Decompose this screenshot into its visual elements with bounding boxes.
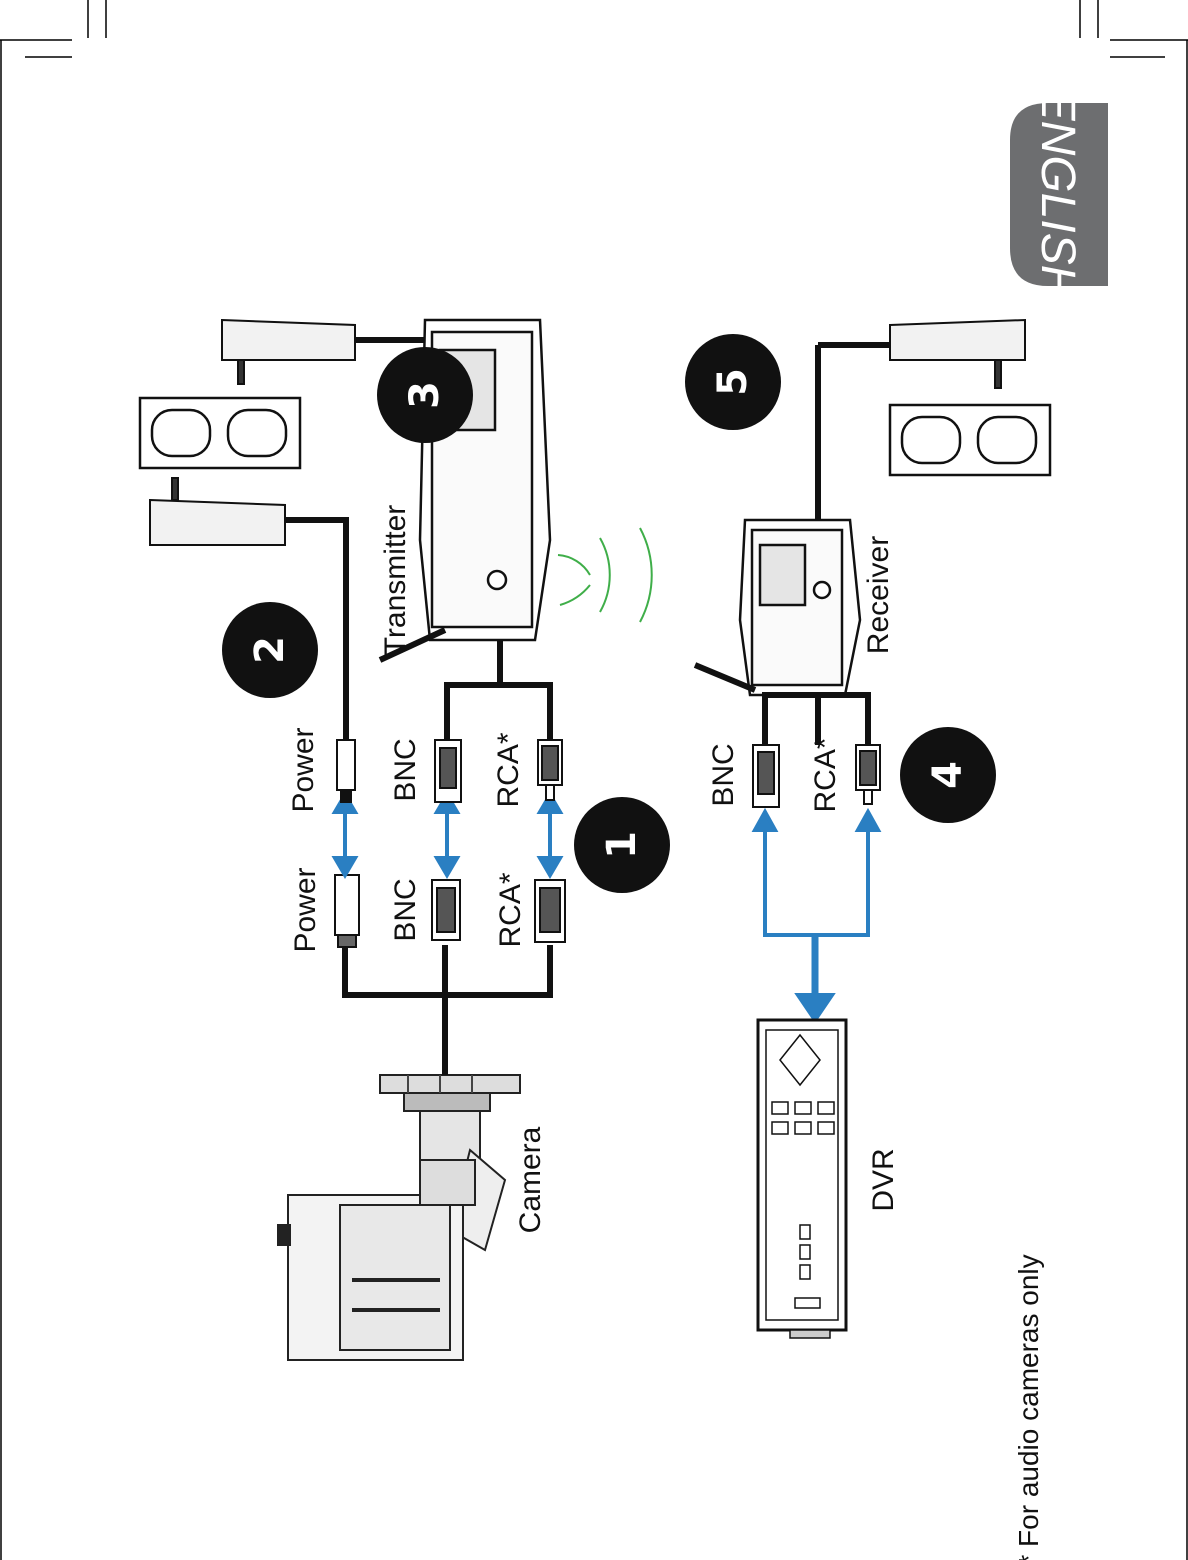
transmitter-rca-plug: [538, 740, 562, 800]
transmitter-bnc-label: BNC: [389, 738, 422, 801]
receiver-rca-label: RCA*: [809, 737, 842, 812]
camera-illustration: [278, 1075, 520, 1360]
transmitter-rca-label: RCA*: [492, 732, 525, 807]
camera-label: Camera: [514, 1126, 547, 1233]
step1-connection-arrows: [335, 795, 560, 875]
step-number-2: 2: [247, 636, 293, 664]
receiver-bnc-plug: [753, 745, 779, 807]
step-number-4: 4: [925, 761, 971, 789]
step-badge-4: 4: [900, 727, 996, 823]
step-badge-3: 3: [377, 347, 473, 443]
dvr-label: DVR: [867, 1148, 900, 1211]
step-badge-5: 5: [685, 334, 781, 430]
camera-cable-harness: [345, 945, 550, 1075]
receiver-label: Receiver: [862, 536, 895, 654]
language-tab: ENGLISH: [1010, 89, 1108, 300]
wall-outlet-top: [140, 398, 300, 468]
step-number-3: 3: [402, 381, 448, 409]
step-badge-2: 2: [222, 602, 318, 698]
camera-rca-connector: [535, 880, 565, 942]
receiver-bnc-label: BNC: [707, 743, 740, 806]
step-number-1: 1: [599, 831, 645, 859]
camera-rca-label: RCA*: [494, 872, 527, 947]
transmitter-label: Transmitter: [379, 505, 412, 656]
step-badge-1: 1: [574, 797, 670, 893]
camera-bnc-label: BNC: [389, 878, 422, 941]
step-number-5: 5: [710, 368, 756, 396]
wall-outlet-bottom: [890, 405, 1050, 475]
camera-power-connector: [335, 875, 359, 947]
dvr-connection-arrows: [755, 812, 878, 1020]
transmitter-power-plug: [337, 740, 355, 802]
receiver-unit: [695, 520, 860, 695]
wireless-signal-arcs: [558, 528, 652, 622]
step2-power-adapter: [150, 478, 285, 545]
footnote: * For audio cameras only: [1013, 1254, 1044, 1560]
step3-power-adapter: [222, 320, 355, 384]
transmitter-bnc-plug: [435, 740, 461, 802]
language-tab-label: ENGLISH: [1031, 89, 1084, 300]
receiver-rca-plug: [856, 745, 880, 804]
camera-bnc-connector: [432, 880, 460, 940]
transmitter-power-label: Power: [287, 727, 320, 812]
dvr-unit: [758, 1020, 846, 1338]
camera-power-label: Power: [289, 867, 322, 952]
step5-power-adapter: [890, 320, 1025, 388]
